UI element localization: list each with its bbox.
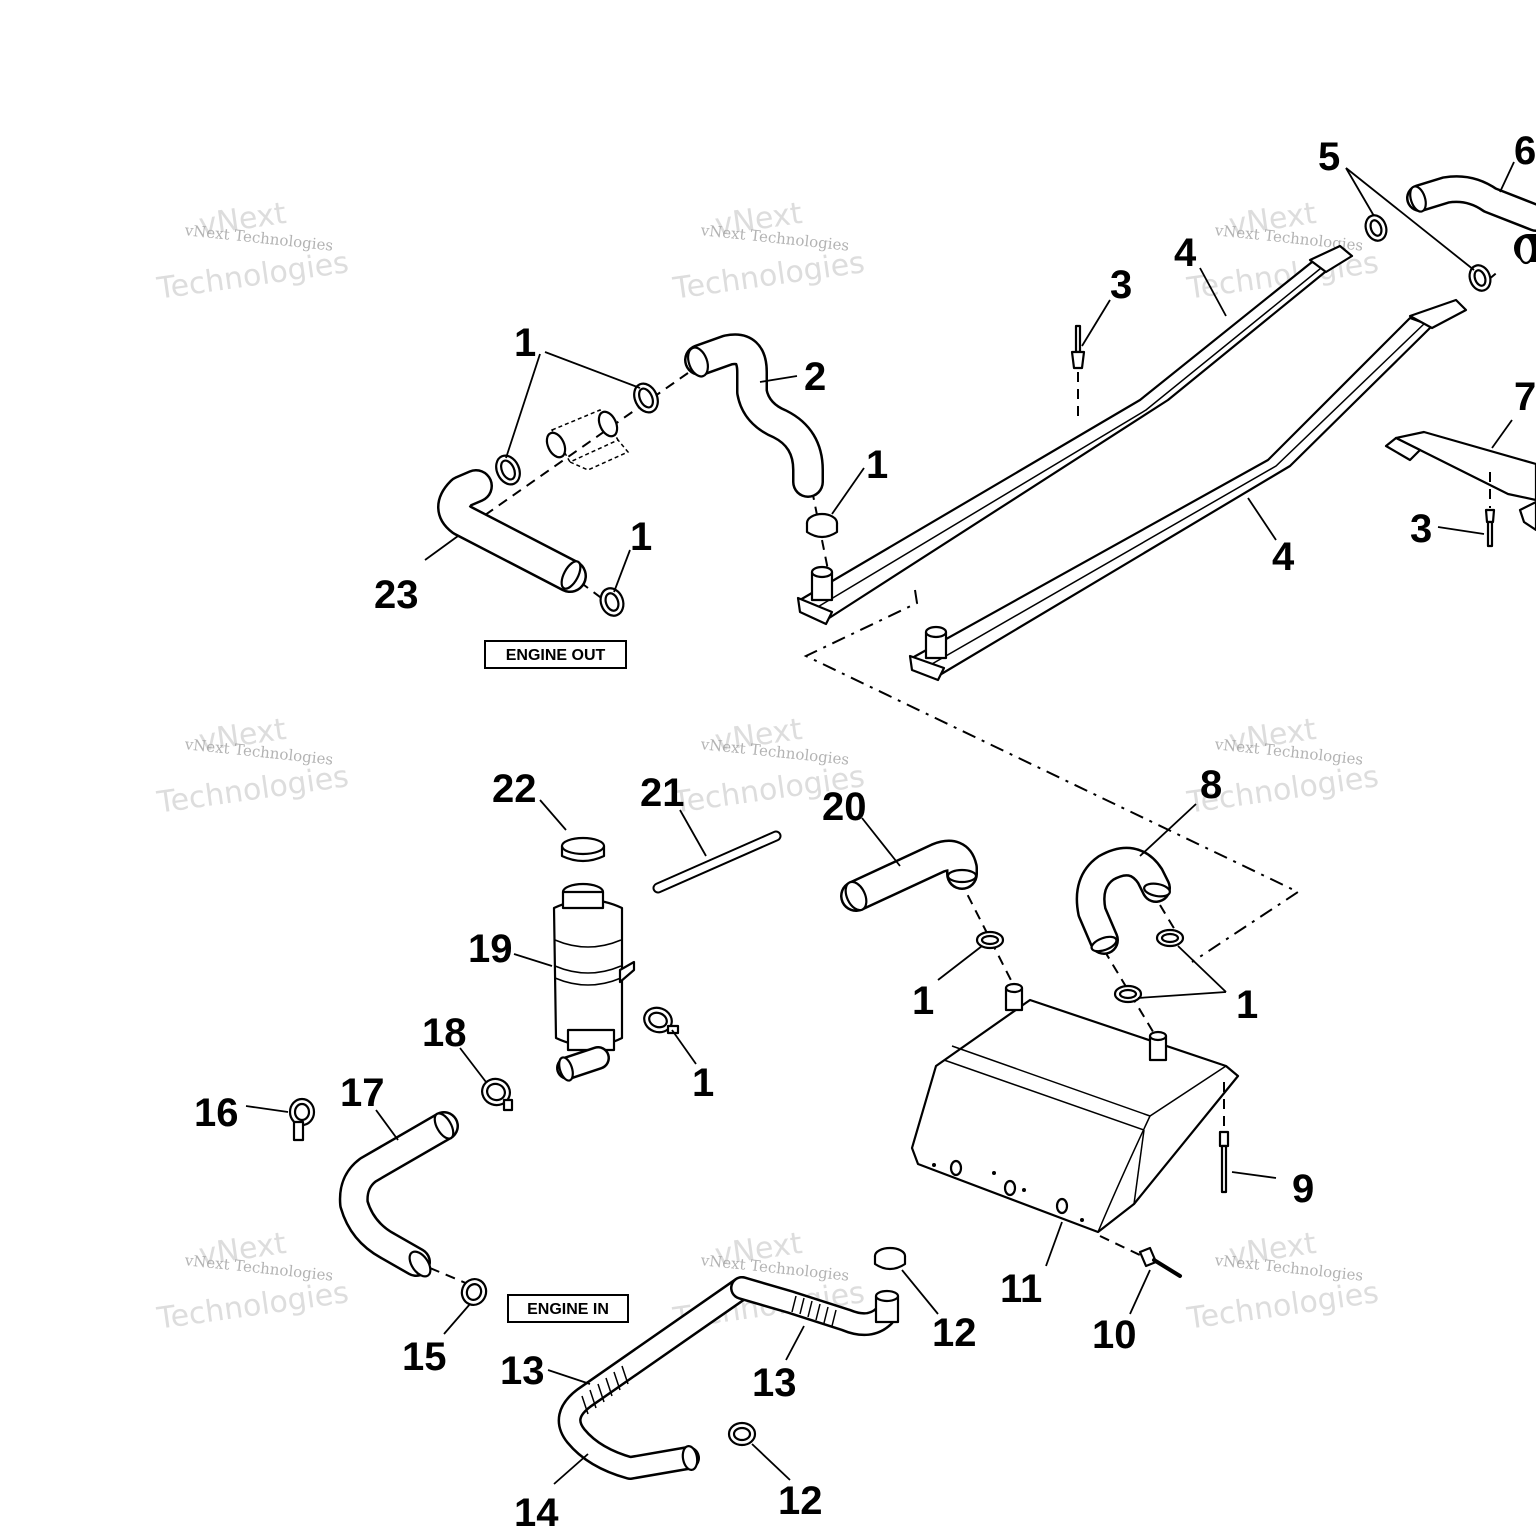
callout-21: 21 xyxy=(640,771,685,815)
callout-22: 22 xyxy=(492,767,537,811)
bolt-9 xyxy=(1218,1082,1230,1194)
callout-7: 7 xyxy=(1514,375,1536,419)
hose-clamp-hose-8-upper xyxy=(1155,928,1185,948)
alignment-line-hose-20 xyxy=(959,879,1017,991)
hose-clamp-reservoir xyxy=(643,1006,680,1035)
callout-1-hose-20: 1 xyxy=(912,979,934,1023)
heat-exchanger-11 xyxy=(910,982,1240,1234)
hose-20 xyxy=(840,839,978,912)
callout-15: 15 xyxy=(402,1335,447,1379)
hose-clamp-5-b xyxy=(1468,264,1492,292)
bolt-3-upper xyxy=(1070,324,1086,420)
reservoir-cap-22 xyxy=(560,836,606,863)
hose-clamp-engine-out-a xyxy=(495,454,521,486)
watermark-top-left: vNext Technologies vNext Technologies xyxy=(154,196,351,307)
callout-8: 8 xyxy=(1200,763,1222,807)
alignment-line-clamp-8 xyxy=(1159,904,1179,936)
callout-1-radiator-inlet: 1 xyxy=(866,443,888,487)
hose-clamp-engine-out-b xyxy=(633,382,659,414)
callout-12-lower: 12 xyxy=(778,1479,823,1523)
engine-in-label: ENGINE IN xyxy=(507,1294,629,1323)
hose-clamp-12-upper xyxy=(873,1246,907,1271)
hose-protector-13-left xyxy=(581,1365,629,1415)
callout-20: 20 xyxy=(822,785,867,829)
bolt-3-right xyxy=(1484,472,1496,548)
radiator-tube-4-lower xyxy=(908,298,1468,682)
radiator-tube-4-upper xyxy=(796,244,1354,626)
hose-clamp-5-a xyxy=(1364,214,1388,242)
callout-10: 10 xyxy=(1092,1313,1137,1357)
hose-23 xyxy=(437,469,587,593)
hose-clamp-12-lower xyxy=(727,1421,757,1447)
callout-14: 14 xyxy=(514,1491,559,1535)
callout-23: 23 xyxy=(374,573,419,617)
callout-6: 6 xyxy=(1514,129,1536,173)
svg-text:ENGINE OUT: ENGINE OUT xyxy=(506,647,606,664)
callout-17: 17 xyxy=(340,1071,385,1115)
leader-lines xyxy=(245,161,1515,1485)
callout-11: 11 xyxy=(1000,1267,1042,1311)
callout-4-upper: 4 xyxy=(1174,231,1197,275)
hose-6 xyxy=(1406,175,1536,265)
callout-18: 18 xyxy=(422,1011,467,1055)
svg-text:Technologies: Technologies xyxy=(670,245,867,307)
watermark-top-center: vNext Technologies vNext Technologies xyxy=(670,196,867,307)
svg-text:Technologies: Technologies xyxy=(154,245,351,307)
callout-1-engine-out: 1 xyxy=(514,321,536,365)
hose-protector-13-right xyxy=(791,1295,837,1327)
hose-clamp-18 xyxy=(481,1077,514,1112)
callout-2: 2 xyxy=(804,355,826,399)
callout-3-right: 3 xyxy=(1410,507,1432,551)
alignment-line-hose-17 xyxy=(429,1267,469,1285)
callout-12-upper: 12 xyxy=(932,1311,977,1355)
hose-coupler xyxy=(545,409,630,471)
callout-13-right: 13 xyxy=(752,1361,797,1405)
watermark-bottom-right: vNext Technologies vNext Technologies xyxy=(1184,1226,1381,1337)
hose-clamp-15 xyxy=(460,1278,488,1306)
bracket-7 xyxy=(1384,430,1536,532)
svg-text:Technologies: Technologies xyxy=(154,1275,351,1337)
callout-19: 19 xyxy=(468,927,513,971)
watermark-bottom-left: vNext Technologies vNext Technologies xyxy=(154,1226,351,1337)
hose-clamp-engine-out-c xyxy=(599,587,625,617)
hose-17 xyxy=(338,1111,459,1278)
callout-3-upper: 3 xyxy=(1110,263,1132,307)
callout-4-lower: 4 xyxy=(1272,535,1295,579)
svg-text:Technologies: Technologies xyxy=(1184,1275,1381,1337)
callout-13-left: 13 xyxy=(500,1349,545,1393)
hose-clamp-radiator-inlet xyxy=(805,512,839,539)
callout-9: 9 xyxy=(1292,1167,1314,1211)
hose-clamp-hose-8-lower xyxy=(1113,984,1143,1004)
callout-16: 16 xyxy=(194,1091,239,1135)
callout-1-reservoir: 1 xyxy=(692,1061,714,1105)
callout-5: 5 xyxy=(1318,135,1340,179)
svg-text:Technologies: Technologies xyxy=(154,759,351,821)
watermark-mid-left: vNext Technologies vNext Technologies xyxy=(154,712,351,821)
coolant-reservoir-19 xyxy=(552,882,636,1082)
svg-text:ENGINE IN: ENGINE IN xyxy=(527,1301,609,1318)
hose-clip-16 xyxy=(288,1097,316,1142)
hose-2 xyxy=(684,333,824,498)
hose-clamp-hose-20 xyxy=(975,930,1005,950)
hose-8 xyxy=(1075,846,1171,955)
assembly-dashed-line xyxy=(803,589,1301,963)
callout-1-engine-out-lower: 1 xyxy=(630,515,652,559)
hose-14 xyxy=(557,1276,900,1480)
vent-tube-21 xyxy=(652,830,782,894)
engine-out-label: ENGINE OUT xyxy=(484,640,627,669)
callout-1-hose-8: 1 xyxy=(1236,983,1258,1027)
alignment-line-drain xyxy=(1099,1235,1143,1257)
drain-plug-10 xyxy=(1138,1246,1182,1278)
callouts: 1 2 1 1 23 3 4 5 6 7 3 4 22 21 20 8 19 1… xyxy=(194,129,1536,1535)
